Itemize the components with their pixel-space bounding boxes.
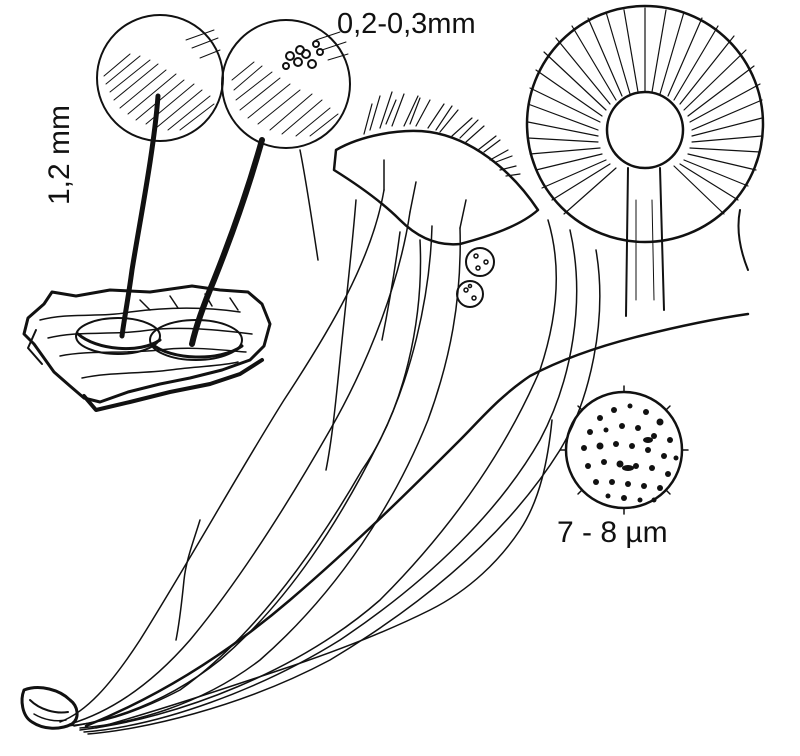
fruiting-body-right [189,19,351,347]
spore-diameter-label: 7 - 8 µm [557,516,668,549]
sporangium-right-hatching [231,31,349,137]
sporangium-right [221,19,351,149]
stalk-left [119,93,161,339]
sporangium-left-hatching [103,29,221,131]
spore-spines [559,385,689,515]
spore-ornamentation [581,403,679,503]
peridium-fragment [332,91,540,246]
loose-spores [456,247,495,308]
capillitium-threads [59,149,601,735]
spore-release-cluster [282,40,324,70]
stalk-right [189,137,265,347]
sporangium-diameter-label: 0,2-0,3mm [337,8,476,40]
fruiting-body-height-label: 1,2 mm [43,104,76,206]
substrate-fragment [22,284,272,412]
membrane-outline [84,312,750,729]
cup-radial-ribs [527,7,763,215]
open-peridium-cup [525,4,765,317]
peridium-fringe [363,91,521,177]
magnified-spore [559,385,689,515]
base-attachment [20,686,79,730]
